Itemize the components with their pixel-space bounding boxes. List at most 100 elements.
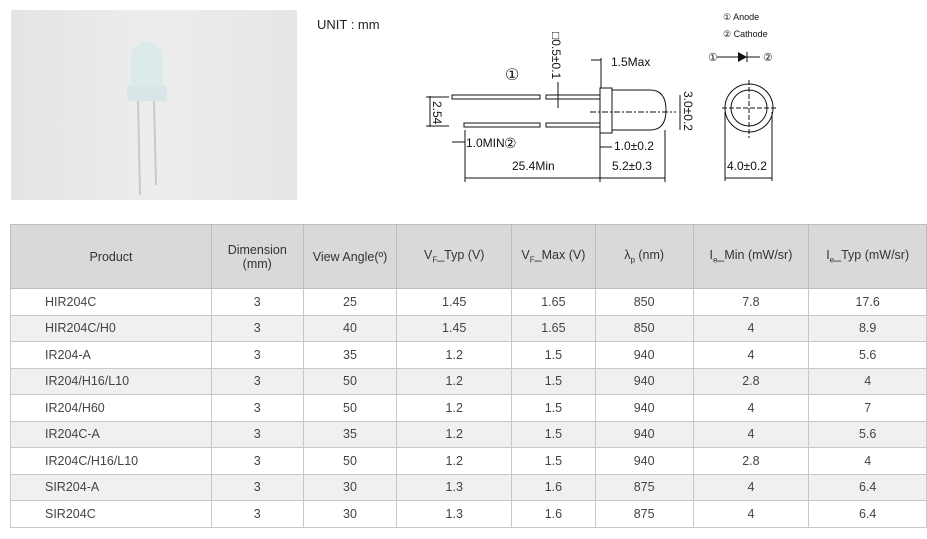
table-cell: 1.2 xyxy=(396,394,512,422)
table-cell: 1.5 xyxy=(510,447,596,475)
table-cell: 35 xyxy=(302,420,398,448)
table-cell: 5.6 xyxy=(808,420,927,448)
table-cell: 4 xyxy=(808,447,927,475)
table-cell: 4 xyxy=(692,420,810,448)
table-cell: 6.4 xyxy=(808,473,927,501)
table-cell: 1.65 xyxy=(510,288,596,316)
header-label: Dimension (mm) xyxy=(227,242,287,271)
cathode-legend: ② Cathode xyxy=(723,29,768,39)
header-pre: λ xyxy=(624,248,631,263)
pin2-symbol: ② xyxy=(763,52,773,64)
table-cell: 3 xyxy=(210,420,304,448)
product-name-cell: IR204/H60 xyxy=(10,394,212,422)
table-cell: 4 xyxy=(692,314,810,342)
table-cell: 1.6 xyxy=(510,500,596,528)
header-label: View Angle(º) xyxy=(312,249,388,264)
table-cell: 4 xyxy=(692,394,810,422)
table-cell: 6.4 xyxy=(808,500,927,528)
table-cell: 1.2 xyxy=(396,367,512,395)
header-sub: e xyxy=(829,255,835,265)
led-product-photo xyxy=(11,10,297,200)
flange-dim: 1.5Max xyxy=(611,55,650,69)
header-sub: p xyxy=(630,255,635,265)
table-cell: 30 xyxy=(302,500,398,528)
header-sub: e xyxy=(712,255,718,265)
table-cell: 4 xyxy=(808,367,927,395)
table-cell: 2.8 xyxy=(692,447,810,475)
table-cell: 8.9 xyxy=(808,314,927,342)
table-cell: 1.5 xyxy=(510,367,596,395)
table-cell: 875 xyxy=(594,500,694,528)
column-header: VF_Max (V) xyxy=(510,224,596,289)
table-cell: 3 xyxy=(210,367,304,395)
table-cell: 50 xyxy=(302,367,398,395)
table-cell: 2.8 xyxy=(692,367,810,395)
table-cell: 50 xyxy=(302,394,398,422)
anode-legend: ① Anode xyxy=(723,12,759,22)
table-cell: 1.5 xyxy=(510,420,596,448)
table-cell: 940 xyxy=(594,420,694,448)
table-cell: 1.45 xyxy=(396,288,512,316)
table-cell: 940 xyxy=(594,367,694,395)
table-cell: 1.5 xyxy=(510,341,596,369)
product-name-cell: SIR204C xyxy=(10,500,212,528)
table-cell: 3 xyxy=(210,500,304,528)
table-cell: 850 xyxy=(594,288,694,316)
column-header: Ie_Min (mW/sr) xyxy=(692,224,810,289)
table-cell: 1.65 xyxy=(510,314,596,342)
header-pre: V xyxy=(521,248,530,263)
table-cell: 3 xyxy=(210,447,304,475)
header-pre: I xyxy=(826,248,830,263)
table-cell: 4 xyxy=(692,500,810,528)
table-cell: 3 xyxy=(210,288,304,316)
header-post: _Typ (V) xyxy=(437,248,485,263)
product-name-cell: IR204-A xyxy=(10,341,212,369)
table-cell: 35 xyxy=(302,341,398,369)
table-cell: 5.6 xyxy=(808,341,927,369)
table-cell: 3 xyxy=(210,394,304,422)
table-cell: 1.5 xyxy=(510,394,596,422)
table-cell: 7.8 xyxy=(692,288,810,316)
column-header: λp (nm) xyxy=(594,224,694,289)
table-cell: 3 xyxy=(210,473,304,501)
product-name-cell: IR204C/H16/L10 xyxy=(10,447,212,475)
column-header: Ie_Typ (mW/sr) xyxy=(808,224,927,289)
dimension-drawing: ① Anode ② Cathode ① ② ① □0.5±0.1 1.5Max … xyxy=(426,12,778,182)
table-cell: 940 xyxy=(594,341,694,369)
column-header: View Angle(º) xyxy=(302,224,398,289)
table-cell: 4 xyxy=(692,341,810,369)
header-sub: F xyxy=(432,255,438,265)
table-cell: 25 xyxy=(302,288,398,316)
header-post: _Max (V) xyxy=(534,248,586,263)
pin1-label: ① xyxy=(505,67,519,84)
table-cell: 1.2 xyxy=(396,420,512,448)
table-cell: 17.6 xyxy=(808,288,927,316)
table-cell: 3 xyxy=(210,314,304,342)
header-pre: V xyxy=(423,248,433,263)
table-cell: 1.45 xyxy=(396,314,512,342)
header-sub: F xyxy=(529,255,535,265)
product-name-cell: IR204/H16/L10 xyxy=(10,367,212,395)
unit-label: UNIT : mm xyxy=(317,17,380,32)
product-name-cell: HIR204C/H0 xyxy=(10,314,212,342)
body-dim: 5.2±0.3 xyxy=(612,159,652,173)
product-name-cell: SIR204-A xyxy=(10,473,212,501)
outer-dim: 4.0±0.2 xyxy=(727,159,767,173)
table-cell: 1.3 xyxy=(396,473,512,501)
table-cell: 4 xyxy=(692,473,810,501)
table-cell: 1.3 xyxy=(396,500,512,528)
header-label: Product xyxy=(89,249,133,264)
column-header: VF_Typ (V) xyxy=(396,224,512,289)
header-post: (nm) xyxy=(634,248,665,263)
product-name-cell: HIR204C xyxy=(10,288,212,316)
table-cell: 1.2 xyxy=(396,447,512,475)
